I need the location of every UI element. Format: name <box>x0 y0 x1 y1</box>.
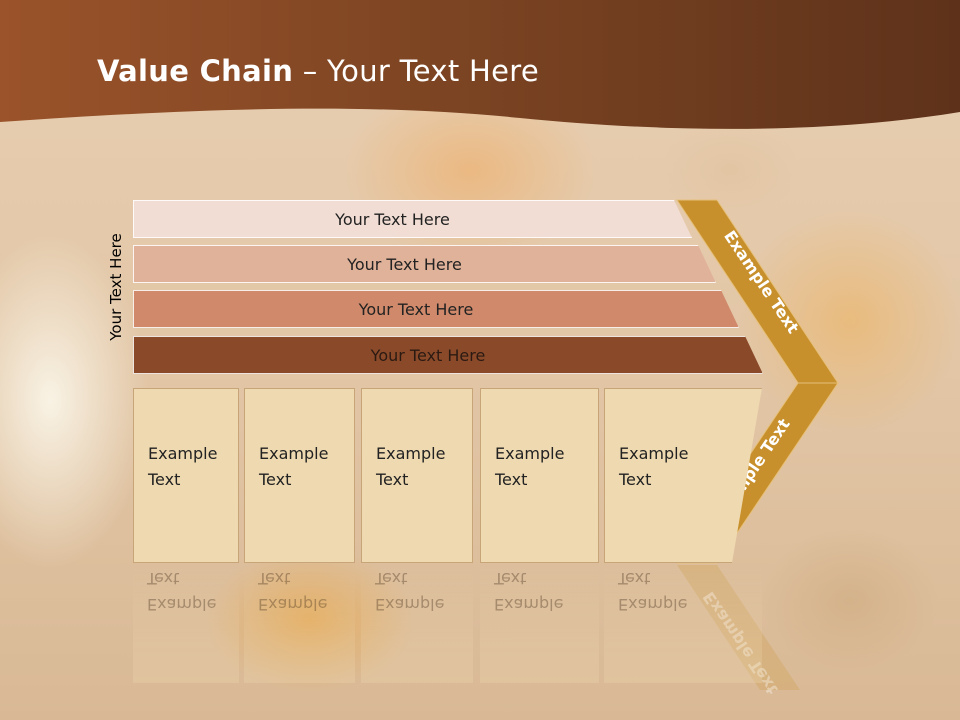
activity-box-1: Example Text <box>133 388 239 563</box>
activity-box-4: Example Text <box>480 388 599 563</box>
activity-box-3: Example Text <box>361 388 473 563</box>
box-line1: Example <box>148 444 218 463</box>
value-band-4: Your Text Here <box>133 336 763 374</box>
box-line1: Example <box>619 444 689 463</box>
title-rest: – Your Text Here <box>293 54 539 88</box>
band-label: Your Text Here <box>358 299 474 319</box>
activity-box-2: Example Text <box>244 388 355 563</box>
title-bold: Value Chain <box>97 54 294 88</box>
box-line2: Text <box>259 470 292 489</box>
box-line1: Example <box>259 444 329 463</box>
box-line1: Example <box>495 444 565 463</box>
box-line1: Example <box>376 444 446 463</box>
band-label: Your Text Here <box>347 254 462 274</box>
side-label: Your Text Here <box>107 233 125 341</box>
box-line2: Text <box>148 470 181 489</box>
value-band-2: Your Text Here <box>133 245 716 283</box>
value-band-1: Your Text Here <box>133 200 692 238</box>
header-banner <box>0 0 960 129</box>
value-band-3: Your Text Here <box>133 290 739 328</box>
box-line2: Text <box>376 470 409 489</box>
band-label: Your Text Here <box>335 209 450 229</box>
box-line2: Text <box>495 470 528 489</box>
box-line2: Text <box>619 470 652 489</box>
slide-title: Value Chain – Your Text Here <box>97 54 539 88</box>
band-label: Your Text Here <box>370 345 486 365</box>
activity-box-5: Example Text <box>604 388 762 563</box>
